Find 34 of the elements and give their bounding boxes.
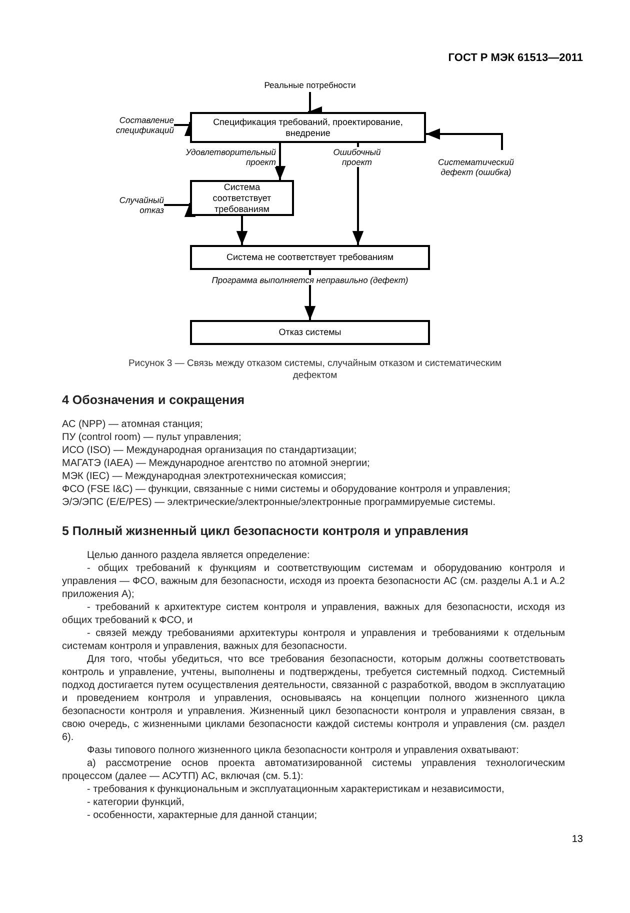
paragraph: Для того, чтобы убедиться, что все требования безопасности, которым должны соответствовать контроль и управление, учтены, выполнены и подтверждены, требуется системный подход. Системный подход достигается путем осуществления деятельности, связанной с разработкой, вводом в эксплуатацию и проведением контроля и управления, основываясь на концепции полного жизненного цикла безопасности контроля и управления. Жизненный цикл безопасности контроля и управления связан, в свою очередь, с жизненными циклами безопасности каждой системы контроля и управления (см. раздел 6).	[62, 653, 565, 744]
section-heading: 5 Полный жизненный цикл безопасности контроля и управления	[62, 523, 470, 539]
list-item: - категории функций,	[86, 796, 186, 809]
process-box: Спецификация требований, проектирование, внедрение	[190, 112, 426, 143]
input-text: Составление спецификаций	[100, 115, 174, 135]
paragraph: Целью данного раздела является определение:	[86, 549, 311, 562]
arrow	[236, 216, 248, 245]
abbreviation-entry: ФСО (FSE I&C) — функции, связанные с ними системы и оборудование контроля и управления;	[62, 483, 512, 496]
arrow	[426, 128, 503, 150]
abbreviation-entry: МЭК (IEC) — Международная электротехническая комиссия;	[62, 470, 348, 483]
input-text: Случайный отказ	[112, 195, 164, 215]
abbreviation-entry: Э/Э/ЭПС (E/E/PES) — электрические/электронные/электронные программируемые системы.	[62, 496, 496, 509]
list-item: - особенности, характерные для данной станции;	[86, 809, 318, 822]
paragraph: - связей между требованиями архитектуры контроля и управления и требованиями к отдельным системам контроля и управления, важных для безопасности.	[62, 627, 565, 653]
process-box: Отказ системы	[190, 320, 430, 345]
abbreviation-entry: ИСО (ISO) — Международная организация по стандартизации;	[62, 444, 358, 457]
list-item: - требования к функциональным и эксплуатационным характеристикам и независимости,	[86, 783, 506, 796]
page-header: ГОСТ Р МЭК 61513—2011	[448, 51, 583, 66]
paragraph: - требований к архитектуре систем контроля и управления, важных для безопасности, исходя из общих требований к ФСО, и	[62, 601, 565, 627]
page-number: 13	[572, 833, 583, 847]
figure-caption: Рисунок 3 — Связь между отказом системы, случайным отказом и систематическим дефектом	[127, 358, 503, 382]
arrow	[274, 143, 286, 180]
input-text: Систематический дефект (ошибка)	[432, 150, 520, 184]
input-text: Реальные потребности	[245, 78, 375, 92]
section-heading: 4 Обозначения и сокращения	[62, 392, 246, 408]
paragraph: а) рассмотрение основ проекта автоматизированной системы управления технологическим процессом (далее — АСУТП) АС, включая (см. 5.1):	[62, 757, 565, 783]
abbreviation-entry: МАГАТЭ (IAEA) — Международное агентство по атомной энергии;	[62, 457, 371, 470]
process-box: Система не соответствует требованиям	[190, 245, 430, 270]
process-box: Система соответствует требованиям	[190, 180, 294, 216]
abbreviation-entry: ПУ (control room) — пульт управления;	[62, 431, 242, 444]
arrow	[164, 203, 196, 217]
abbreviation-entry: АС (NPP) — атомная станция;	[62, 418, 204, 431]
paragraph: - общих требований к функциям и соответствующим системам и оборудованию контроля и управления — ФСО, важным для безопасности, исходя из проекта безопасности АС (см. разделы А.1 и А.2 приложения А);	[62, 562, 565, 601]
paragraph: Фазы типового полного жизненного цикла безопасности контроля и управления охватывают:	[86, 744, 520, 757]
